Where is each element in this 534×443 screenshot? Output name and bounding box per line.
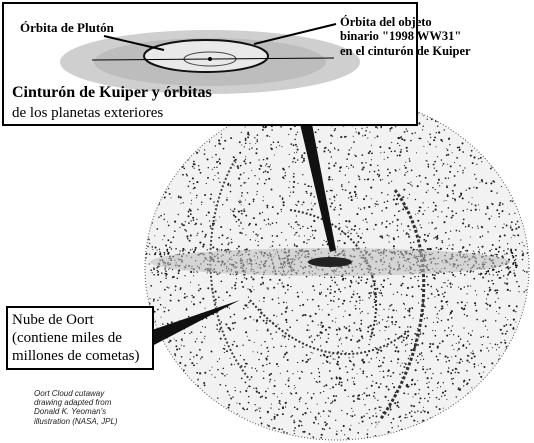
credit-line-1: Oort Cloud cutaway bbox=[34, 389, 105, 398]
cutaway-shell-right bbox=[378, 189, 426, 421]
oort-label-line-2: (contiene miles de bbox=[12, 330, 122, 346]
pluto-orbit-label: Órbita de Plutón bbox=[20, 20, 114, 35]
credit-line-4: illustration (NASA, JPL) bbox=[34, 416, 118, 426]
binary-label-line-1: Órbita del objeto bbox=[340, 15, 432, 29]
kuiper-inset: Órbita de Plutón Órbita del objeto binar… bbox=[2, 2, 471, 126]
pluto-orbit-ring bbox=[143, 39, 269, 73]
kuiper-inset-art bbox=[60, 23, 360, 94]
oort-cloud-label-box: Nube de Oort (contiene miles de millones… bbox=[6, 306, 154, 370]
image-credit: Oort Cloud cutaway drawing adapted from … bbox=[34, 389, 154, 426]
credit-line-3: Donald K. Yeoman's bbox=[34, 407, 107, 417]
oort-pointer bbox=[152, 300, 240, 346]
kuiper-belt-title: Cinturón de Kuiper y órbitas bbox=[12, 84, 212, 101]
pluto-leader-line bbox=[103, 35, 165, 51]
credit-line-2: drawing adapted from bbox=[34, 398, 112, 408]
binary-label-line-3: en el cinturón de Kuiper bbox=[340, 43, 471, 58]
binary-leader-line bbox=[253, 23, 337, 45]
binary-orbit-line bbox=[91, 57, 335, 61]
cutaway-shell-inner bbox=[289, 209, 378, 341]
solar-system-center bbox=[308, 257, 352, 267]
binary-label-line-2: binario "1998 WW31" bbox=[340, 29, 462, 44]
oort-sphere bbox=[144, 95, 530, 441]
oort-label-line-1: Nube de Oort bbox=[12, 312, 94, 328]
kuiper-belt-subtitle: de los planetas exteriores bbox=[12, 105, 164, 121]
inset-pointer bbox=[300, 124, 336, 252]
oort-label-line-3: millones de cometas) bbox=[12, 348, 140, 364]
binary-object-orbit-label: Órbita del objeto binario "1998 WW31" en… bbox=[340, 15, 530, 58]
cutaway-shell-lower bbox=[249, 299, 411, 355]
